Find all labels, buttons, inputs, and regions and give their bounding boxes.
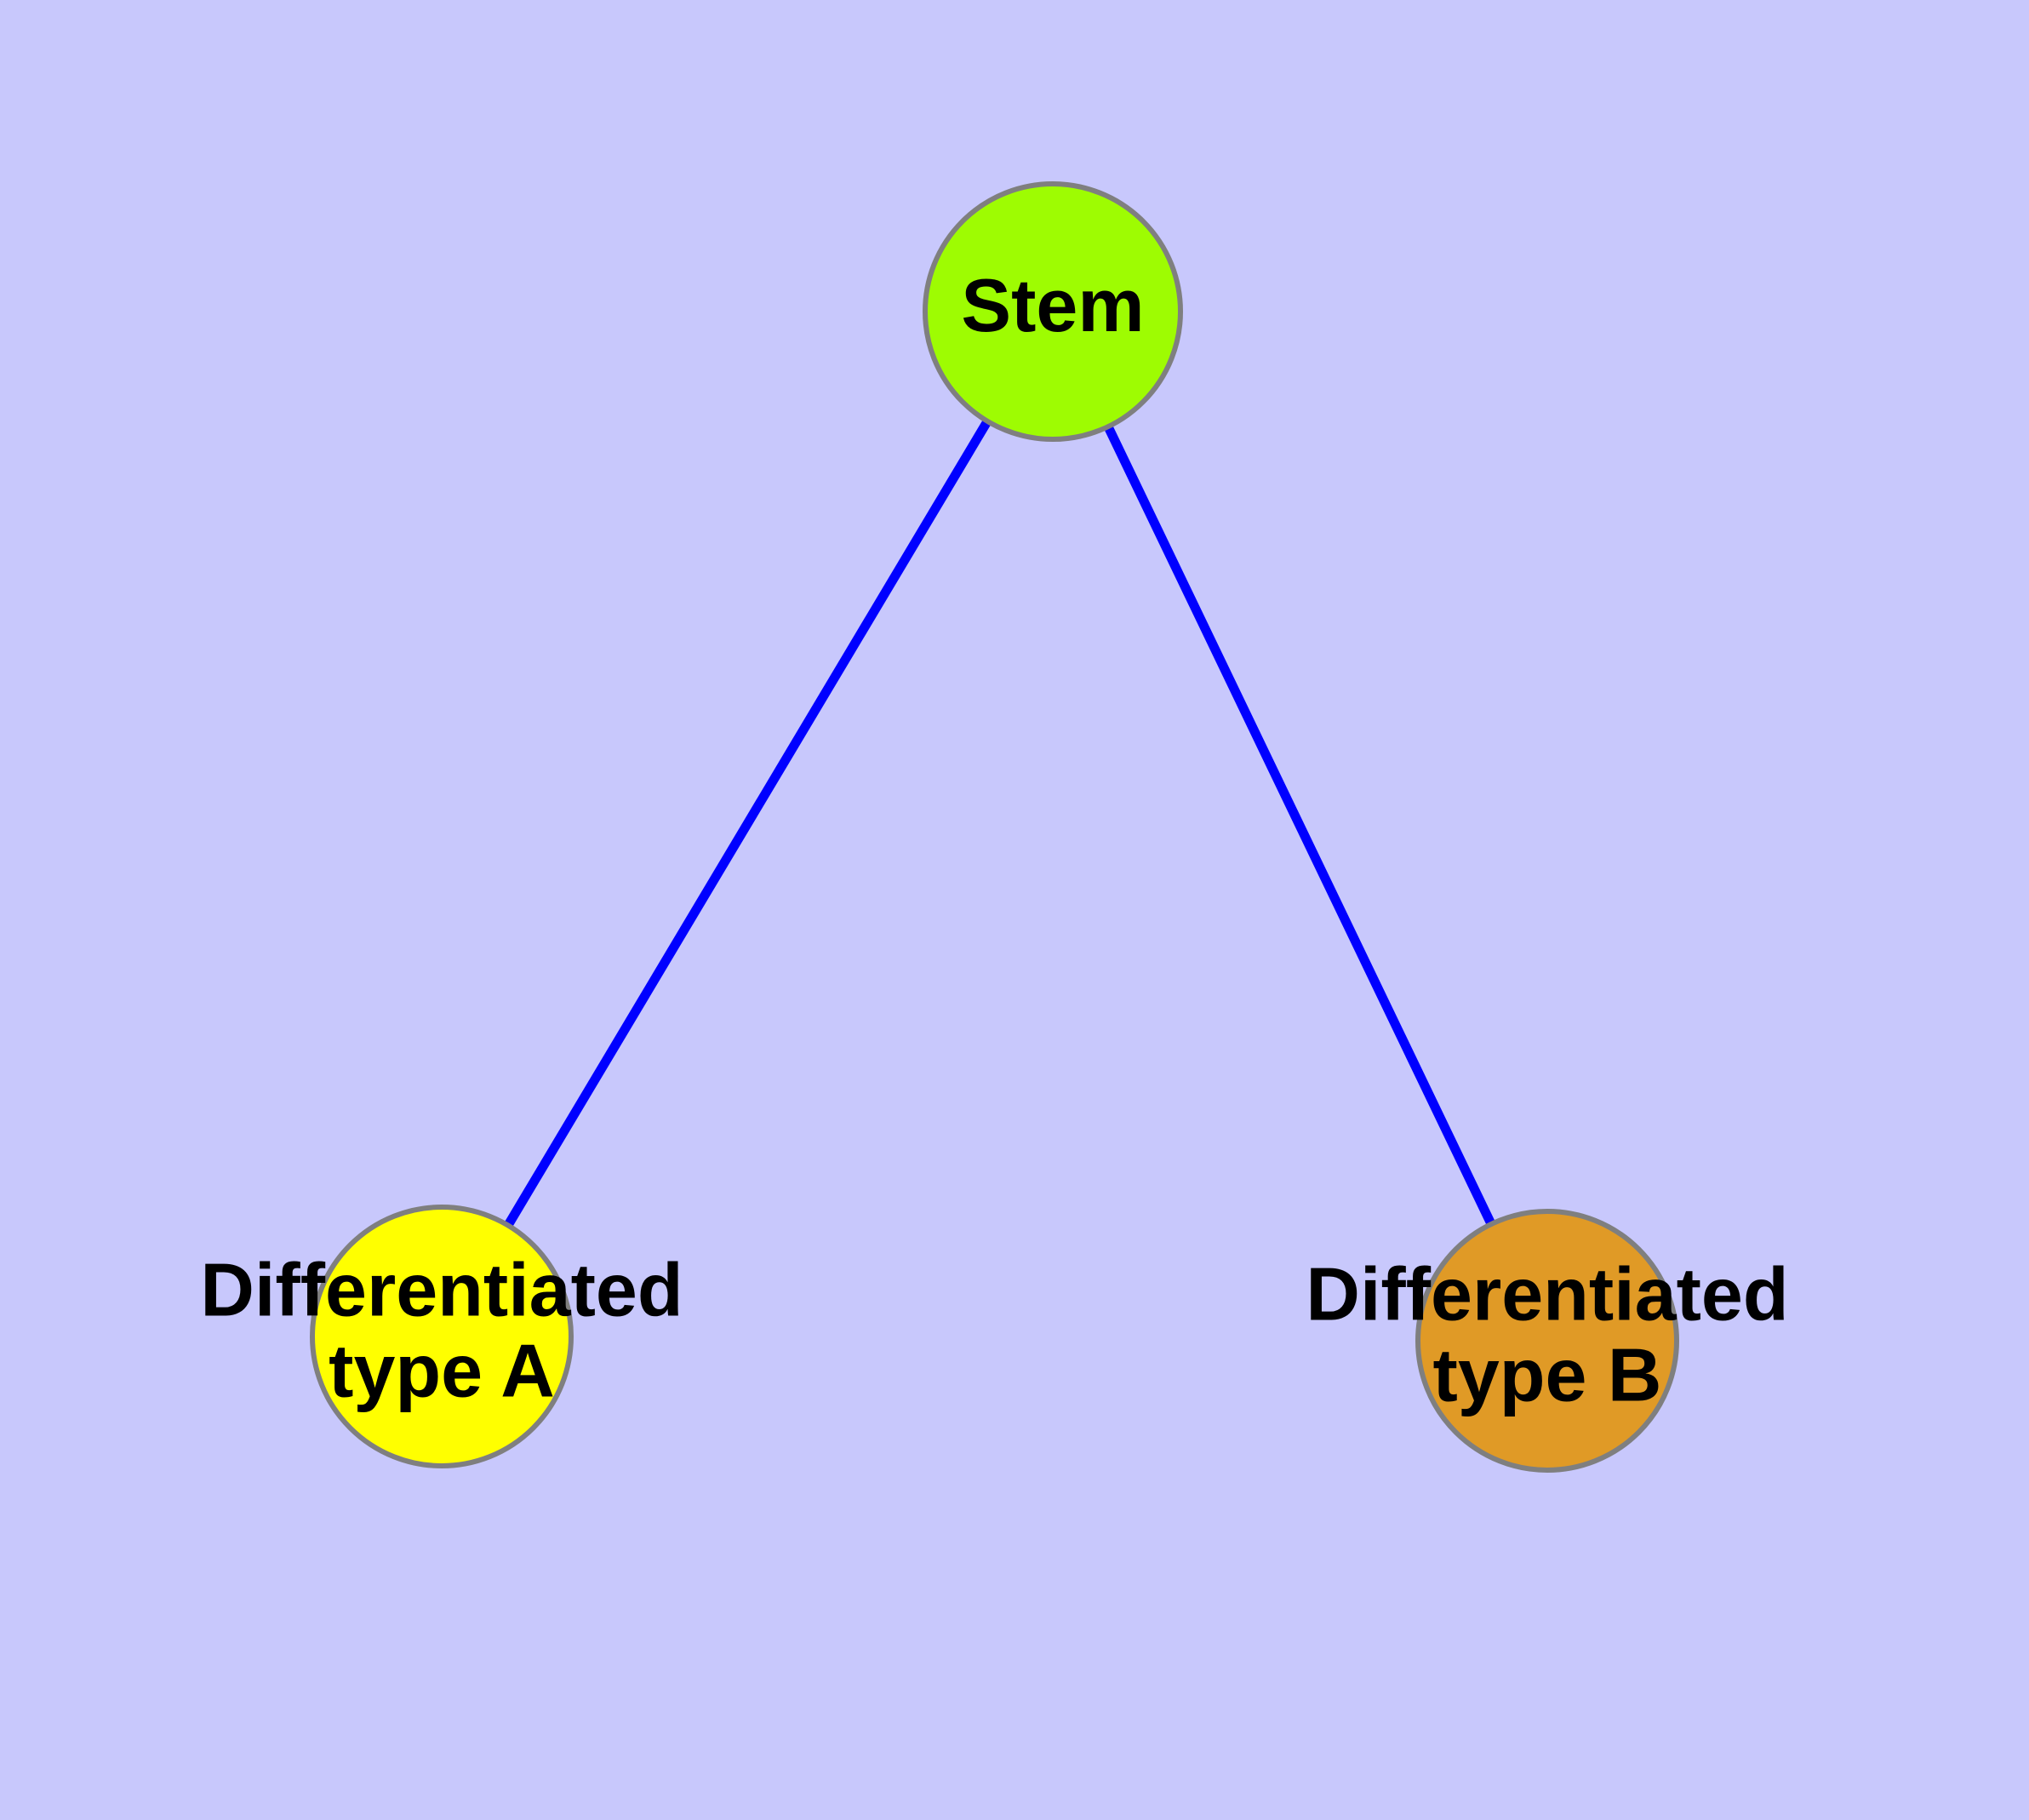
node-label-line: type A bbox=[329, 1329, 555, 1413]
node-label-line: Differentiated bbox=[200, 1248, 683, 1332]
node-label-line: Differentiated bbox=[1306, 1252, 1788, 1336]
node-diff_a[interactable] bbox=[310, 1205, 574, 1468]
node-stem[interactable] bbox=[923, 181, 1183, 442]
node-diff_b[interactable] bbox=[1415, 1209, 1679, 1473]
edges-layer bbox=[502, 415, 1497, 1231]
edge-stem-diff-a[interactable] bbox=[502, 415, 993, 1231]
node-label-line: Stem bbox=[961, 263, 1144, 347]
node-label-line: type B bbox=[1433, 1333, 1662, 1417]
edge-stem-diff-b[interactable] bbox=[1102, 421, 1497, 1229]
nodes-layer bbox=[310, 181, 1679, 1473]
node-label-stem: Stem bbox=[961, 263, 1144, 347]
